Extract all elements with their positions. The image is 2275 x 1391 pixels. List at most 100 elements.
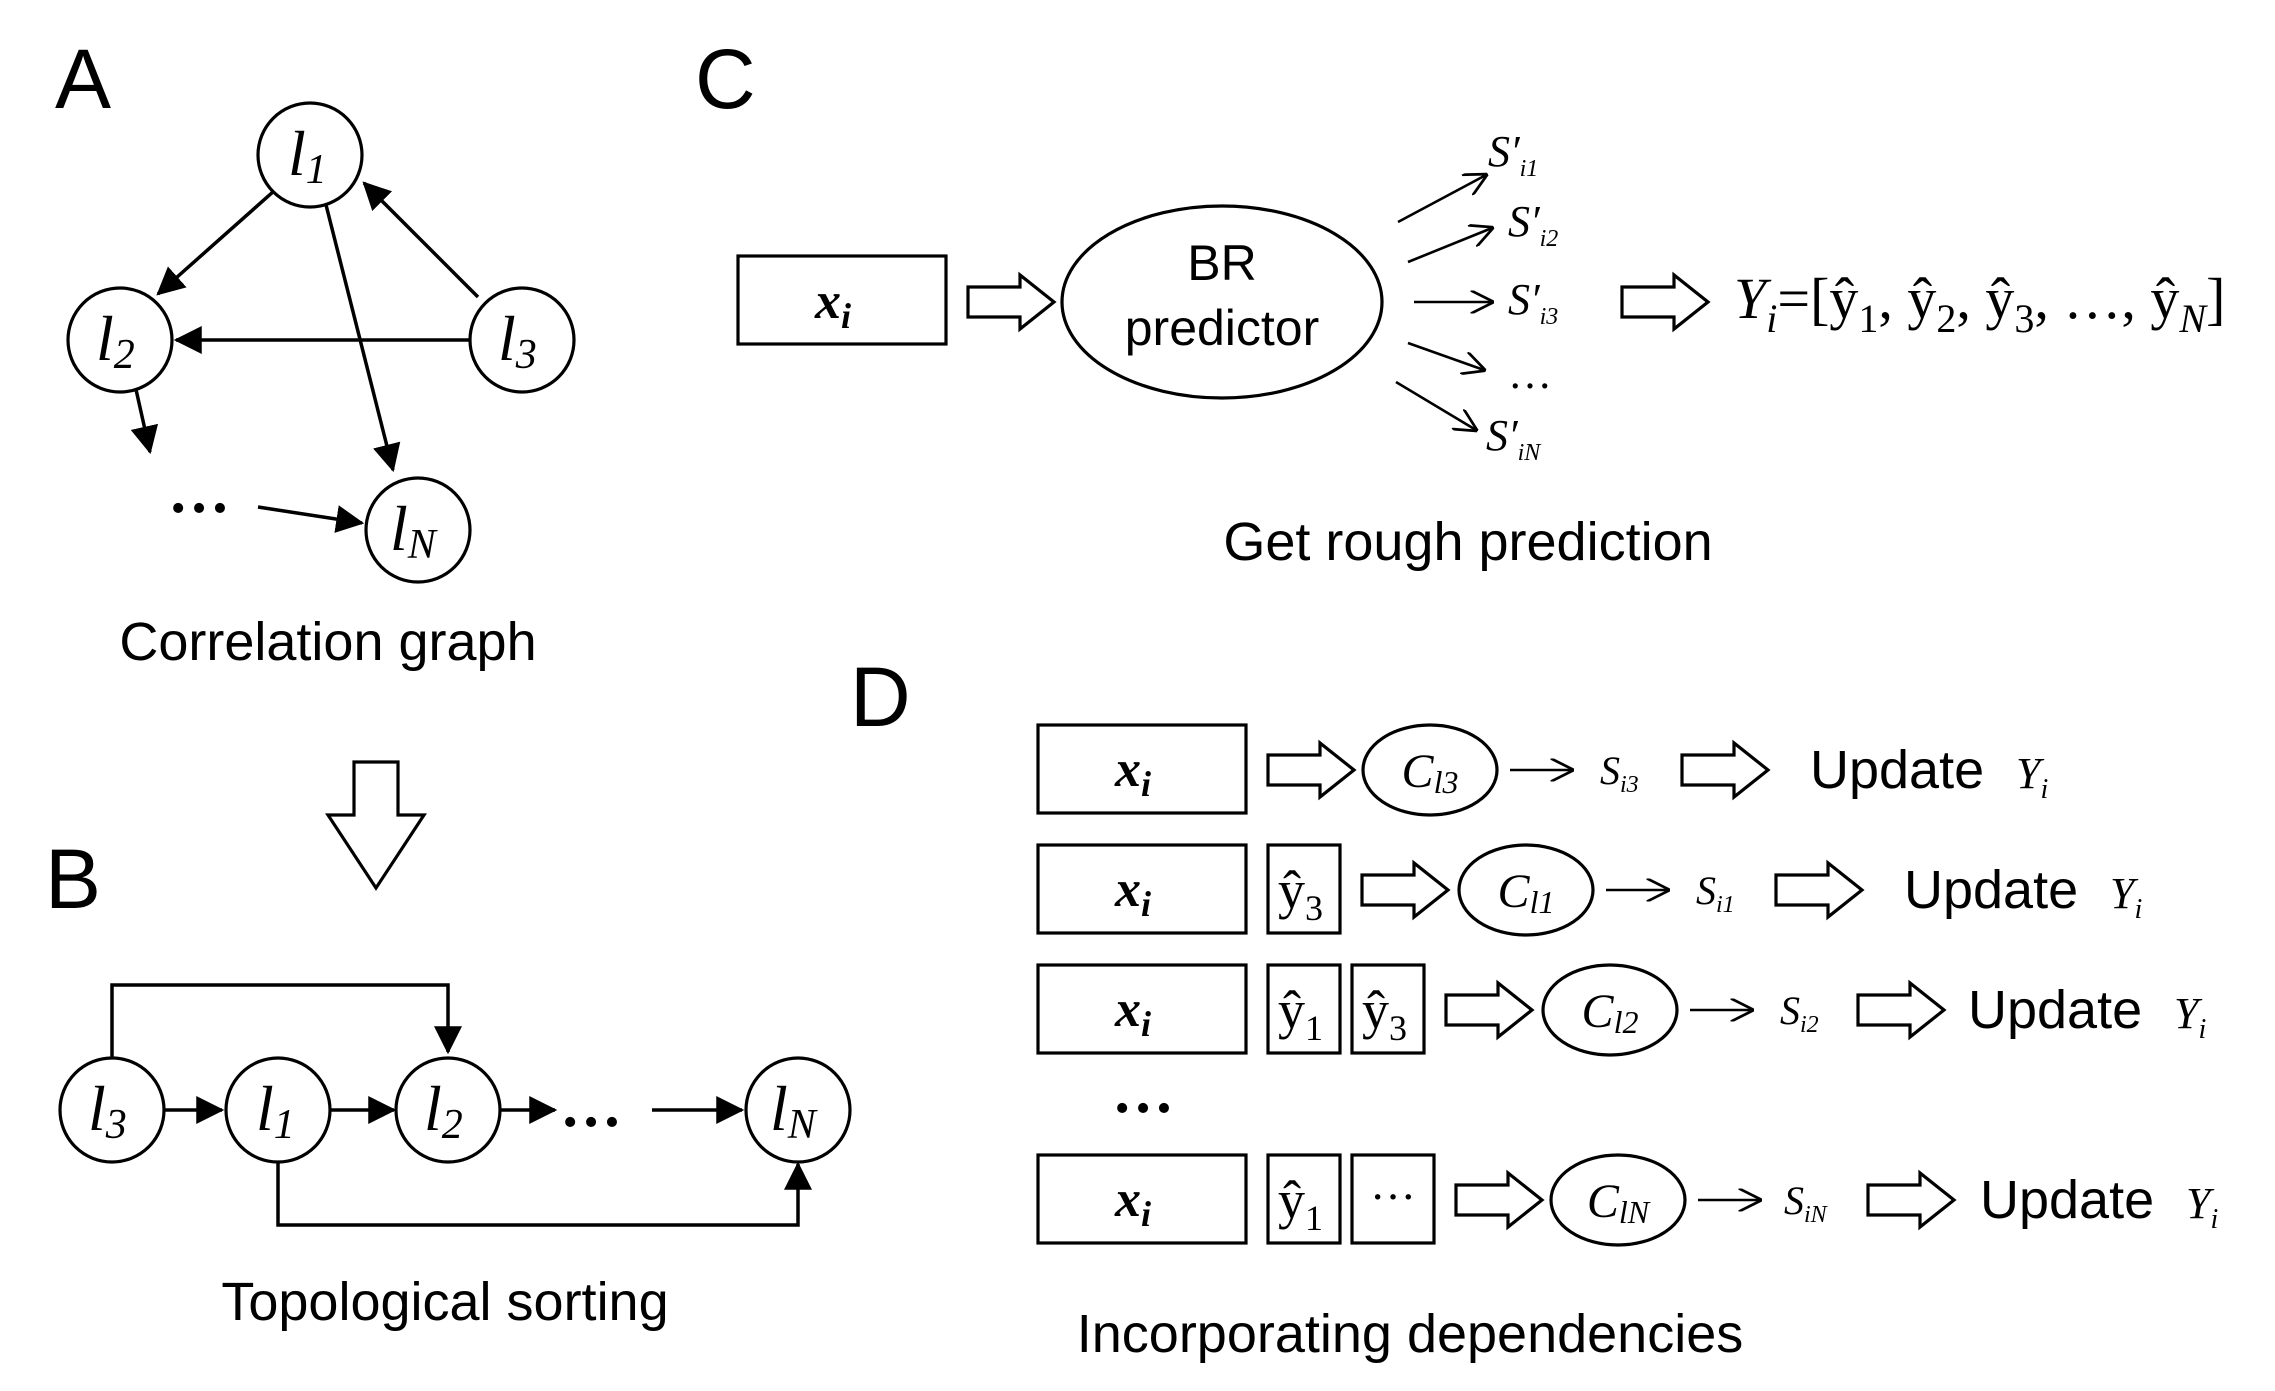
row-1-hollow-arrow (1266, 739, 1357, 801)
chain-node-4-index: N (787, 1102, 818, 1148)
svg-text:l2: l2 (96, 303, 135, 378)
panel-c-caption: Get rough prediction (1223, 512, 1712, 572)
panel-d-caption: Incorporating dependencies (1077, 1304, 1743, 1364)
row-4-hollow-arrow-2 (1866, 1169, 1957, 1231)
pipeline-row-1: xi Cl3 Si3 Update Yi (1036, 723, 2048, 817)
edge-l2-ellipsis (130, 384, 159, 455)
node-l1-index: 1 (306, 147, 327, 193)
svg-text:l1: l1 (288, 118, 327, 193)
row-2-target: Yi (2110, 869, 2142, 925)
score-3: S′i3 (1508, 275, 1558, 330)
row-2-hollow-arrow-2 (1774, 859, 1865, 921)
node-letter: l (256, 1073, 274, 1144)
node-l3: l3 (468, 286, 576, 394)
score-ellipsis: … (1508, 349, 1552, 398)
row-3-target: Yi (2174, 989, 2206, 1045)
svg-text:l1: l1 (256, 1073, 295, 1148)
score-1: S′i1 (1488, 127, 1538, 182)
node-l2-index: 2 (114, 332, 135, 378)
row-3-extra-2 (1350, 963, 1426, 1055)
pipeline-row-3: xi ŷ1 ŷ3 Cl2 Si2 Update Yi (1036, 963, 2206, 1057)
row-2-hollow-arrow (1360, 859, 1451, 921)
row-4-extra-1 (1266, 1153, 1342, 1245)
panel-a-letter: A (55, 32, 111, 126)
row-2-classifier-label: Cl1 (1498, 865, 1555, 920)
output-expression: Yi=[ŷ1, ŷ2, ŷ3, …, ŷN] (1734, 266, 2225, 341)
svg-text:l3: l3 (88, 1073, 127, 1148)
br-predictor (1060, 204, 1384, 400)
row-4-score: SiN (1784, 1178, 1829, 1228)
chain-node-3: l2 (394, 1056, 502, 1164)
row-4-input: xi (1114, 1171, 1151, 1234)
chain-node-4: lN (744, 1056, 852, 1164)
row-4-extra-1-label: ŷ1 (1278, 1170, 1323, 1238)
edge-l1-ln-skip (276, 1160, 812, 1227)
node-letter: l (424, 1073, 442, 1144)
row-4-hollow-arrow (1454, 1169, 1545, 1231)
row-3-hollow-arrow-2 (1856, 979, 1947, 1041)
fan-arrow-5 (1395, 380, 1476, 430)
chain-node-1: l3 (58, 1056, 166, 1164)
row-1-target: Yi (2016, 749, 2048, 805)
row-2-classifier (1457, 843, 1595, 937)
pipeline-row-2: xi ŷ3 Cl1 Si1 Update Yi (1036, 843, 2142, 937)
node-letter: l (498, 303, 516, 374)
edge-l3-l1 (362, 181, 480, 299)
row-1-input: xi (1114, 741, 1151, 804)
row-2-extra-1-label: ŷ3 (1278, 860, 1323, 928)
node-letter: l (96, 303, 114, 374)
row-3-action: Update (1968, 980, 2142, 1040)
row-ellipsis: … (1112, 1058, 1174, 1126)
panel-a-ellipsis: … (168, 458, 230, 526)
row-3-classifier-label: Cl2 (1582, 985, 1639, 1040)
input-box (736, 254, 948, 346)
row-1-classifier-label: Cl3 (1402, 745, 1459, 800)
row-1-score: Si3 (1600, 748, 1639, 798)
row-4-action: Update (1980, 1170, 2154, 1230)
row-3-extra-2-label: ŷ3 (1362, 980, 1407, 1048)
fan-arrow-2 (1407, 228, 1492, 264)
row-2-extra-1 (1266, 843, 1342, 935)
predictor-line-2: predictor (1125, 300, 1320, 356)
row-1-hollow-arrow-2 (1680, 739, 1771, 801)
score-2: S′i2 (1508, 197, 1558, 252)
edge-l1-l2 (156, 181, 285, 296)
edge-ellipsis-ln (257, 505, 365, 533)
pipeline-row-4: xi ŷ1 ··· ClN SiN Update Yi (1036, 1153, 2218, 1247)
panel-c-letter: C (695, 32, 756, 126)
edge-l3-l2-skip (110, 983, 462, 1058)
node-ln: lN (364, 476, 472, 584)
row-3-score: Si2 (1780, 988, 1819, 1038)
row-1-classifier (1361, 723, 1499, 817)
row-4-classifier (1549, 1153, 1687, 1247)
row-4-target: Yi (2186, 1179, 2218, 1235)
chain-node-1-index: 3 (105, 1102, 127, 1148)
node-letter: l (88, 1073, 106, 1144)
panel-a-caption: Correlation graph (119, 612, 536, 672)
panel-b-ellipsis: … (560, 1072, 622, 1140)
row-4-extra-2 (1350, 1153, 1436, 1245)
row-1-action: Update (1810, 740, 1984, 800)
node-l1: l1 (256, 101, 364, 209)
node-ln-index: N (407, 522, 438, 568)
svg-text:lN: lN (770, 1073, 818, 1148)
node-letter: l (288, 118, 306, 189)
panel-c: C xi BR predictor S′i1 S′i2 S′i3 … S′iN … (695, 32, 2225, 572)
node-l2: l2 (66, 286, 174, 394)
chain-node-3-index: 2 (442, 1102, 463, 1148)
hollow-arrow-scores-output (1620, 271, 1711, 333)
hollow-arrow-input-predictor (966, 271, 1057, 333)
row-3-extra-1 (1266, 963, 1342, 1055)
chain-node-2-index: 1 (274, 1102, 295, 1148)
fan-arrow-4 (1407, 341, 1484, 370)
svg-text:l3: l3 (498, 303, 537, 378)
input-label: xi (814, 273, 851, 336)
panel-b: B … l3 l1 l2 lN Topological sorting (45, 832, 852, 1332)
row-3-hollow-arrow (1444, 979, 1535, 1041)
row-3-extra-1-label: ŷ1 (1278, 980, 1323, 1048)
predictor-line-1: BR (1187, 235, 1256, 291)
panel-d-letter: D (850, 650, 911, 744)
fan-arrow-1 (1397, 175, 1486, 224)
panel-b-letter: B (45, 832, 101, 926)
